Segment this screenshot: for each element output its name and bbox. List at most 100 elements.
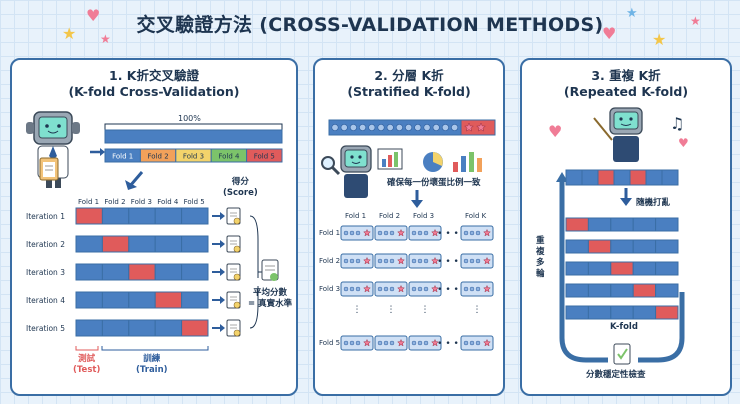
dataset-bar-full <box>104 129 283 144</box>
document-icon <box>226 291 241 309</box>
ellipsis: ⋮ <box>473 305 482 315</box>
dot-icon <box>368 124 376 132</box>
arrow-head <box>220 268 225 276</box>
iteration-label: Iteration 5 <box>26 324 65 333</box>
shuffled-segment <box>645 169 663 186</box>
star-icon <box>483 256 491 265</box>
dot-icon <box>355 258 361 264</box>
robot-icon <box>593 107 643 162</box>
dot-icon <box>355 340 361 346</box>
fold-segment <box>246 148 283 163</box>
dot-icon <box>389 230 395 236</box>
music-note-icon: ♫ <box>670 114 685 133</box>
repeated-diagram <box>556 169 685 363</box>
dot-icon <box>441 124 449 132</box>
dot-icon <box>475 286 481 292</box>
kfold-cell <box>610 217 634 232</box>
ellipsis: • • • <box>437 229 459 239</box>
dot-icon <box>343 286 349 292</box>
shuffled-segment <box>613 169 631 186</box>
star-icon <box>431 284 439 293</box>
dot-icon <box>377 340 383 346</box>
star-icon <box>483 284 491 293</box>
dot-icon <box>423 230 429 236</box>
dot-icon <box>417 258 423 264</box>
kfold-cell <box>632 261 657 276</box>
shuffled-segment <box>629 169 647 186</box>
dot-icon <box>377 286 383 292</box>
star-icon <box>363 228 371 237</box>
dot-icon <box>377 230 383 236</box>
stratified-column-header: Fold 3 <box>413 212 435 220</box>
dot-icon <box>349 258 355 264</box>
shuffled-segment <box>565 169 583 186</box>
ellipsis: • • • <box>437 285 459 295</box>
iteration-cell <box>181 263 209 281</box>
dot-icon <box>475 230 481 236</box>
dot-icon <box>463 230 469 236</box>
stratified-row-label: Fold 3 <box>319 285 341 293</box>
kfold-cell <box>632 305 657 320</box>
kfold-label: K-fold <box>610 322 638 332</box>
kfold-cell <box>655 217 679 232</box>
arrow-head <box>220 212 225 220</box>
fold-column-header: Fold 3 <box>130 198 152 206</box>
star-icon: ★ <box>626 6 638 21</box>
kfold-cell <box>610 261 634 276</box>
kfold-cell <box>632 283 657 298</box>
stratified-column-header: Fold K <box>465 212 487 220</box>
stratified-panel: 2. 分層 K折 (Stratified K-fold) 確保每一份壞蛋比例一致… <box>313 58 505 396</box>
stratified-row-label: Fold 5 <box>319 339 341 347</box>
dot-icon <box>414 124 422 132</box>
shuffled-segment <box>581 169 599 186</box>
kfold-cell <box>587 283 612 298</box>
star-icon <box>363 256 371 265</box>
brace-line <box>249 215 259 278</box>
kfold-cell <box>565 305 589 320</box>
shuffled-segment <box>597 169 615 186</box>
dot-icon <box>411 286 417 292</box>
dot-icon <box>395 124 403 132</box>
kfold-cell <box>655 283 679 298</box>
star-icon: ★ <box>100 32 111 46</box>
stratified-caption: 確保每一份壞蛋比例一致 <box>387 178 481 188</box>
bar-chart-icon <box>453 152 482 172</box>
dot-icon <box>359 124 367 132</box>
bar-chart-icon <box>377 148 403 170</box>
arrow-head <box>220 240 225 248</box>
kfold-cell <box>565 217 589 232</box>
stratified-row-label: Fold 1 <box>319 229 341 237</box>
star-icon <box>397 256 405 265</box>
dot-icon <box>411 258 417 264</box>
dot-icon <box>423 340 429 346</box>
robot-icon <box>340 145 372 198</box>
fold-segment-label: Fold 5 <box>254 153 275 161</box>
iteration-label: Iteration 1 <box>26 212 65 221</box>
dot-icon <box>349 124 357 132</box>
page-title: 交叉驗證方法 (CROSS-VALIDATION METHODS) <box>136 14 604 36</box>
dot-icon <box>451 124 459 132</box>
ellipsis: • • • <box>437 257 459 267</box>
fold-segment-label: Fold 3 <box>183 153 204 161</box>
kfold-cell <box>587 217 612 232</box>
heart-icon: ♥ <box>548 122 563 141</box>
kfold-cell <box>587 261 612 276</box>
kfold-cell <box>587 305 612 320</box>
robot-icon <box>26 111 80 188</box>
star-icon <box>476 122 486 132</box>
star-icon <box>431 228 439 237</box>
class-distribution-bar <box>328 119 496 136</box>
dot-icon <box>343 258 349 264</box>
kfold-cell <box>632 217 657 232</box>
dot-icon <box>469 286 475 292</box>
check-document-icon <box>613 343 631 365</box>
fold-segment-label: Fold 2 <box>148 153 169 161</box>
dot-icon <box>331 124 339 132</box>
stratified-column-header: Fold 1 <box>345 212 367 220</box>
dot-icon <box>411 340 417 346</box>
ellipsis: • • • <box>437 339 459 349</box>
dot-icon <box>355 286 361 292</box>
dot-icon <box>475 258 481 264</box>
dot-icon <box>423 286 429 292</box>
